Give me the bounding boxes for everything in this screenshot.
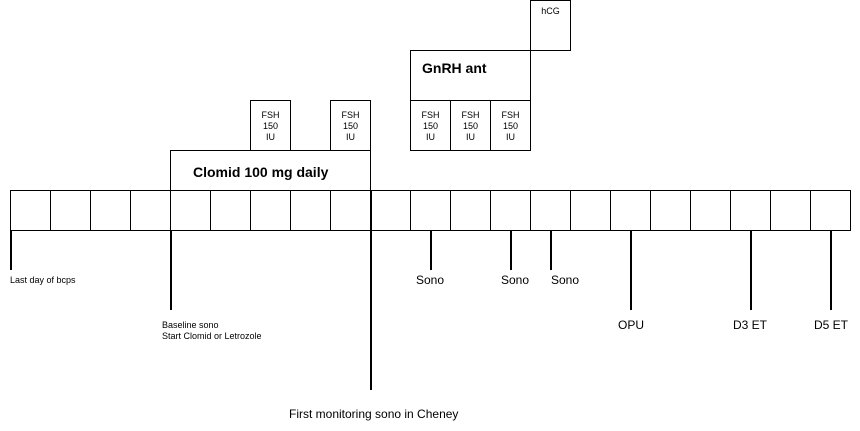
- fsh-label: FSH: [461, 110, 480, 120]
- d3-et-label: D3 ET: [733, 318, 768, 332]
- baseline-sono-label: Baseline sono: [162, 320, 219, 330]
- day-cell: [810, 190, 851, 231]
- marker-last-day-bcps: [10, 230, 12, 270]
- day-cell: [570, 190, 611, 231]
- day-cell: [290, 190, 331, 231]
- hcg-label: hCG: [541, 6, 560, 16]
- fsh-label: FSH: [341, 110, 360, 120]
- day-cell: [50, 190, 91, 231]
- marker-sono: [510, 230, 512, 270]
- fsh-unit: IU: [506, 132, 515, 142]
- day-cell: [490, 190, 531, 231]
- sono-label: Sono: [501, 273, 530, 287]
- clomid-label: Clomid 100 mg daily: [193, 164, 329, 180]
- fsh-unit: IU: [426, 132, 435, 142]
- gnrh-antagonist-box: GnRH ant: [410, 50, 531, 101]
- day-cell: [130, 190, 171, 231]
- day-cell: [90, 190, 131, 231]
- clomid-box: Clomid 100 mg daily: [170, 150, 371, 191]
- fsh-unit: IU: [266, 132, 275, 142]
- sono-label: Sono: [416, 273, 445, 287]
- sono-label: Sono: [551, 273, 580, 287]
- day-cell: [730, 190, 771, 231]
- marker-d3-et: [750, 230, 752, 310]
- day-cell: [690, 190, 731, 231]
- fsh-unit: IU: [466, 132, 475, 142]
- day-cell: [250, 190, 291, 231]
- day-cell: [330, 190, 371, 231]
- hcg-box: hCG: [530, 0, 571, 51]
- fsh-unit: IU: [346, 132, 355, 142]
- gnrh-antagonist-label: GnRH ant: [422, 60, 487, 76]
- marker-d5-et: [830, 230, 832, 310]
- day-cell: [10, 190, 51, 231]
- day-cell: [650, 190, 691, 231]
- day-cell: [370, 190, 411, 231]
- marker-sono: [550, 230, 552, 270]
- day-cell: [170, 190, 211, 231]
- marker-sono: [430, 230, 432, 270]
- day-cell: [530, 190, 571, 231]
- start-clomid-label: Start Clomid or Letrozole: [162, 331, 262, 341]
- day-cell: [610, 190, 651, 231]
- fsh-dose: 150: [342, 121, 359, 131]
- day-cell: [450, 190, 491, 231]
- marker-first-monitoring: [370, 190, 372, 390]
- fsh-dose: 150: [262, 121, 279, 131]
- marker-opu: [630, 230, 632, 310]
- day-cell: [410, 190, 451, 231]
- first-monitoring-sono-label: First monitoring sono in Cheney: [289, 407, 459, 421]
- fsh-dose: 150: [462, 121, 479, 131]
- fsh-dose: 150: [422, 121, 439, 131]
- fsh-dose: 150: [502, 121, 519, 131]
- opu-label: OPU: [618, 318, 645, 332]
- marker-baseline-sono: [170, 230, 172, 310]
- last-day-bcps-label: Last day of bcps: [10, 275, 76, 285]
- day-cell: [210, 190, 251, 231]
- fsh-label: FSH: [421, 110, 440, 120]
- fsh-label: FSH: [501, 110, 520, 120]
- day-cell: [770, 190, 811, 231]
- d5-et-label: D5 ET: [814, 318, 849, 332]
- fsh-label: FSH: [261, 110, 280, 120]
